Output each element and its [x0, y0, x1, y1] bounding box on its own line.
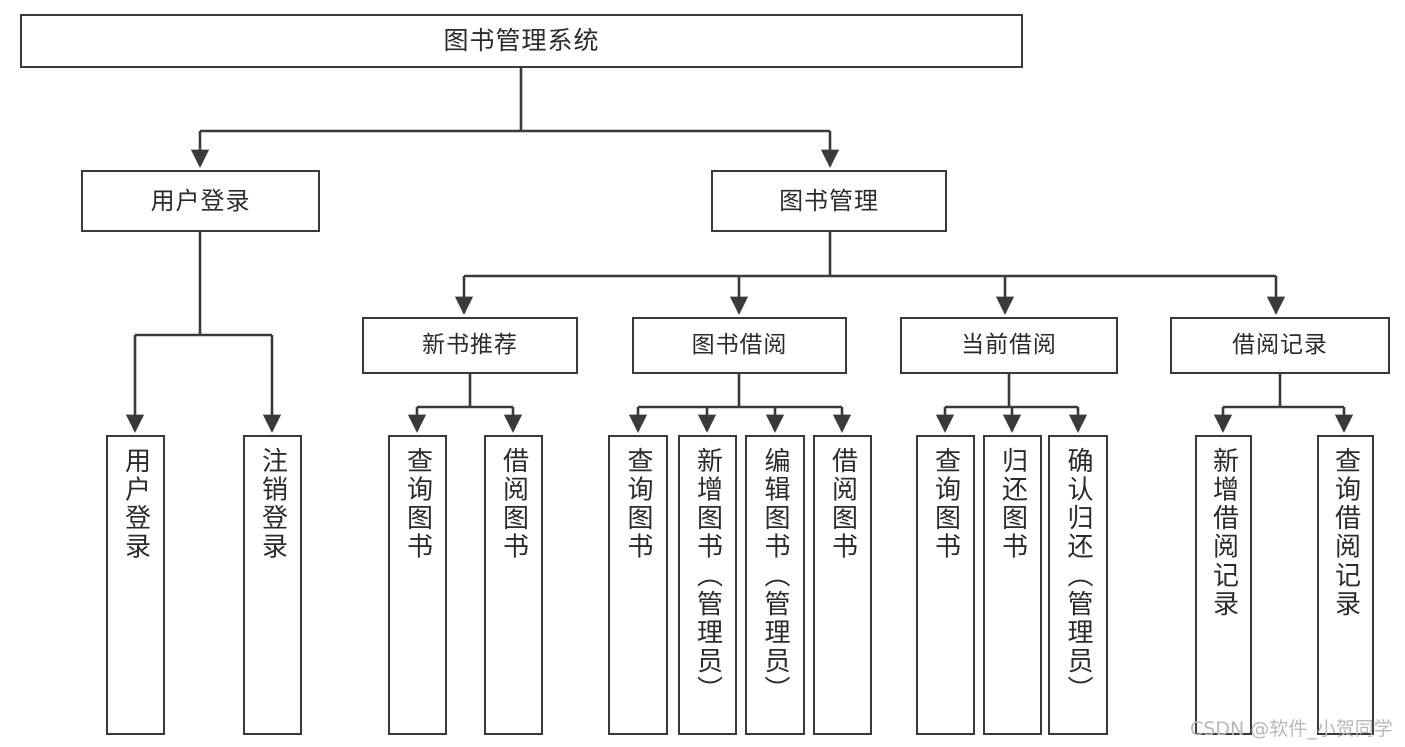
node-leaf-newbook-query[interactable]: 查询图书 — [388, 435, 447, 735]
node-leaf-user-login-label: 用户登录 — [120, 447, 151, 562]
node-leaf-newbook-borrow-label: 借阅图书 — [498, 447, 529, 562]
node-book-management-label: 图书管理 — [779, 186, 879, 215]
node-root[interactable]: 图书管理系统 — [20, 14, 1023, 68]
node-leaf-borrow-borrow-book[interactable]: 借阅图书 — [813, 435, 872, 735]
node-leaf-records-query[interactable]: 查询借阅记录 — [1317, 435, 1374, 735]
node-leaf-borrow-add-book-label: 新增图书（管理员） — [692, 447, 723, 705]
node-leaf-current-query-label: 查询图书 — [930, 447, 961, 562]
node-leaf-user-login[interactable]: 用户登录 — [106, 435, 165, 735]
node-leaf-current-return-label: 归还图书 — [997, 447, 1028, 562]
node-leaf-records-add[interactable]: 新增借阅记录 — [1195, 435, 1252, 735]
node-current-borrow[interactable]: 当前借阅 — [900, 317, 1118, 374]
node-leaf-borrow-edit-book[interactable]: 编辑图书（管理员） — [745, 435, 805, 735]
node-current-borrow-label: 当前借阅 — [961, 331, 1057, 358]
node-leaf-current-confirm-return-label: 确认归还（管理员） — [1063, 447, 1093, 705]
node-book-borrow-label: 图书借阅 — [691, 331, 788, 358]
node-leaf-user-logout-label: 注销登录 — [257, 447, 288, 562]
node-borrow-records-label: 借阅记录 — [1232, 331, 1328, 358]
node-leaf-records-query-label: 查询借阅记录 — [1330, 447, 1361, 619]
node-new-book-recommend[interactable]: 新书推荐 — [362, 317, 578, 374]
node-book-borrow[interactable]: 图书借阅 — [632, 317, 847, 374]
node-leaf-borrow-edit-book-label: 编辑图书（管理员） — [760, 447, 790, 705]
node-new-book-recommend-label: 新书推荐 — [422, 331, 518, 358]
node-leaf-newbook-query-label: 查询图书 — [402, 447, 433, 562]
node-book-management[interactable]: 图书管理 — [711, 170, 947, 232]
node-leaf-borrow-borrow-book-label: 借阅图书 — [827, 447, 858, 562]
node-leaf-current-query[interactable]: 查询图书 — [916, 435, 975, 735]
node-leaf-borrow-add-book[interactable]: 新增图书（管理员） — [678, 435, 737, 735]
node-leaf-borrow-query-label: 查询图书 — [623, 447, 653, 562]
node-leaf-borrow-query[interactable]: 查询图书 — [608, 435, 668, 735]
node-user-login[interactable]: 用户登录 — [81, 170, 320, 232]
node-leaf-user-logout[interactable]: 注销登录 — [243, 435, 302, 735]
node-user-login-label: 用户登录 — [150, 186, 251, 215]
node-borrow-records[interactable]: 借阅记录 — [1170, 317, 1390, 374]
node-leaf-newbook-borrow[interactable]: 借阅图书 — [484, 435, 543, 735]
csdn-watermark: CSDN @软件_小贺同学 — [1190, 718, 1393, 740]
node-leaf-records-add-label: 新增借阅记录 — [1208, 447, 1239, 619]
node-leaf-current-return[interactable]: 归还图书 — [983, 435, 1042, 735]
node-leaf-current-confirm-return[interactable]: 确认归还（管理员） — [1048, 435, 1108, 735]
node-root-label: 图书管理系统 — [443, 26, 600, 55]
